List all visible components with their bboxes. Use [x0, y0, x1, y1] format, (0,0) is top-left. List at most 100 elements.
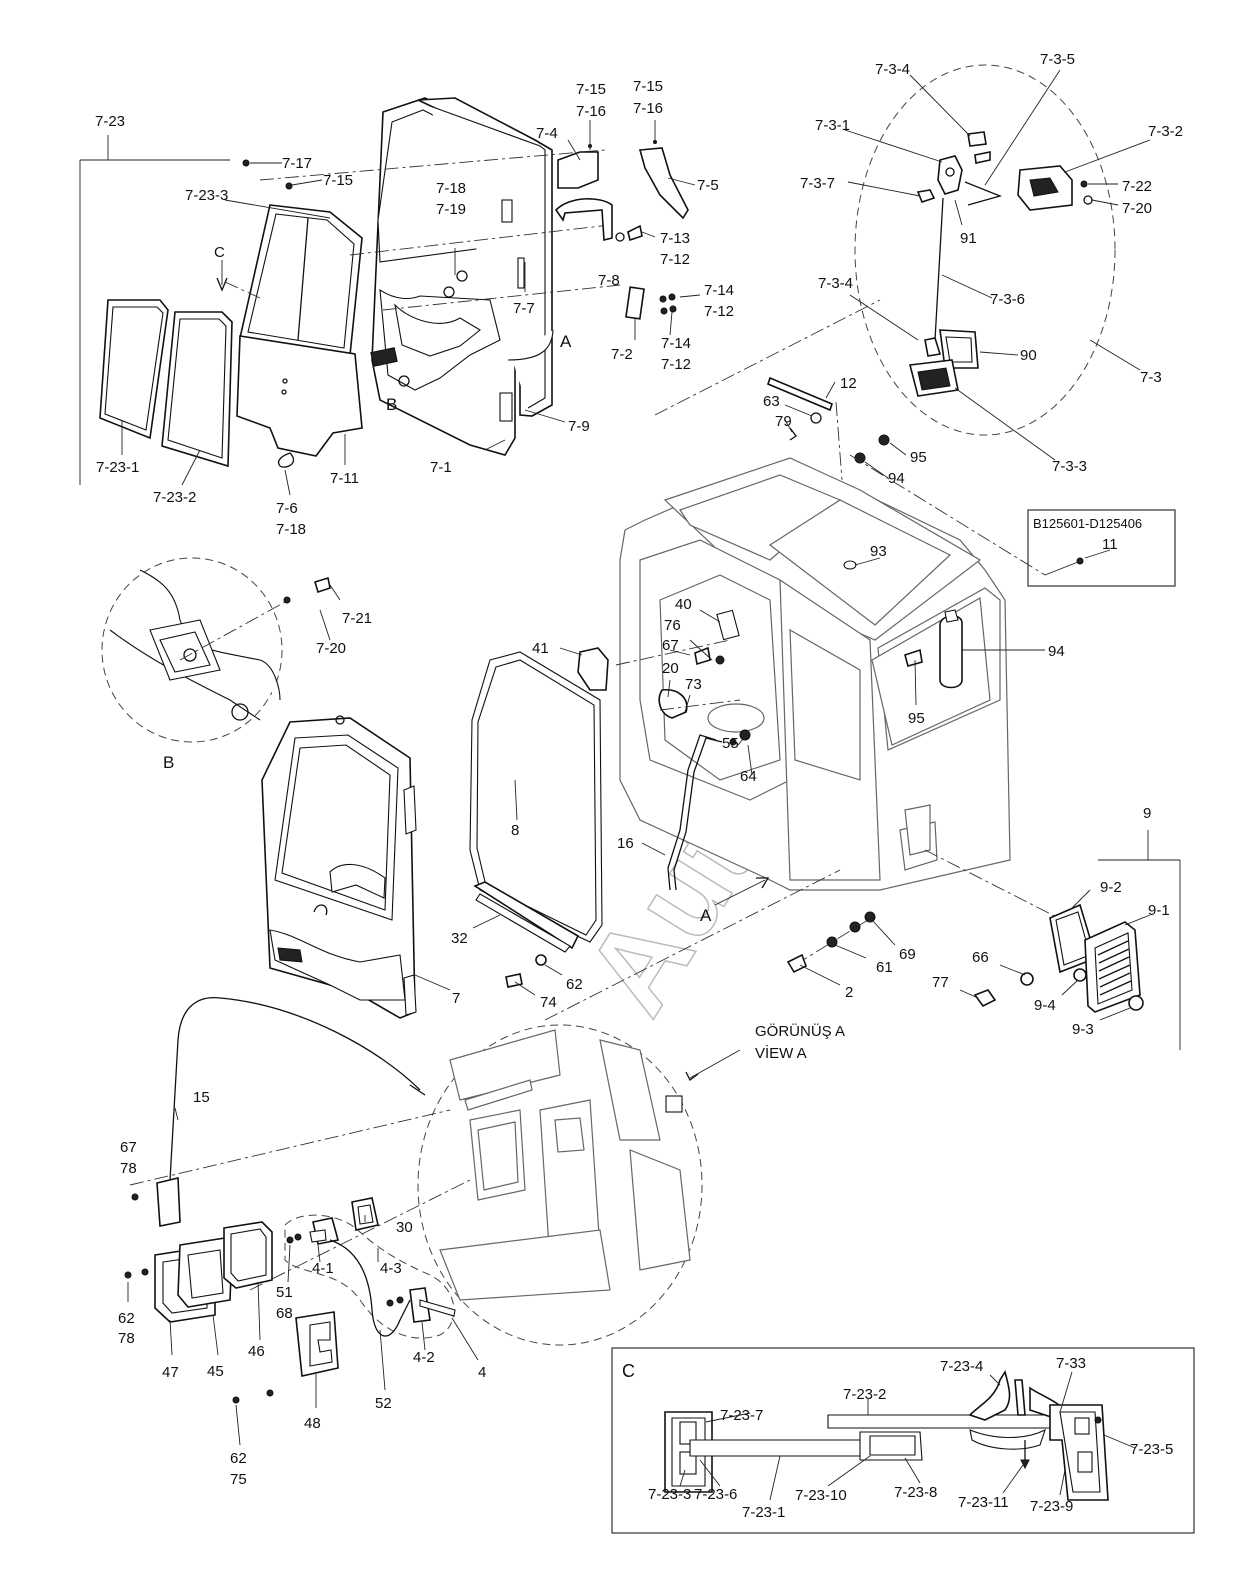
callout-label: 7-23-2: [843, 1386, 886, 1403]
callout-label: 4: [478, 1364, 486, 1381]
view-a-detail: [129, 1024, 741, 1346]
callout-label: 7-23-11: [958, 1494, 1009, 1511]
callout-label: 7-3-6: [990, 291, 1025, 308]
callout-label: 66: [972, 949, 989, 966]
callout-label: 93: [870, 543, 887, 560]
callout-label: 7-20: [1122, 200, 1152, 217]
callout-label: 7-15: [633, 78, 663, 95]
callout-label: 7-23-7: [720, 1407, 763, 1424]
detail-c-label: C: [622, 1361, 635, 1381]
callout-label: 62: [118, 1310, 135, 1327]
callout-label: 7-6: [276, 500, 298, 517]
callout-label: 7-3-7: [800, 175, 835, 192]
callout-label: 7-2: [611, 346, 633, 363]
callout-label: 7-12: [704, 303, 734, 320]
cab-body: [544, 454, 1083, 1021]
latch-assembly-4: [284, 1197, 456, 1339]
leader-lines: [121, 69, 1151, 1501]
callout-label: 7-20: [316, 640, 346, 657]
callout-label: 7-18: [436, 180, 466, 197]
callout-label: 94: [888, 470, 905, 487]
callout-label: 7-8: [598, 272, 620, 289]
callout-label: 7-3-4: [818, 275, 853, 292]
callout-label: 9-4: [1034, 997, 1056, 1014]
callout-label: 20: [662, 660, 679, 677]
callout-label: 9: [1143, 805, 1151, 822]
callout-label: 91: [960, 230, 977, 247]
callout-label: B: [386, 395, 397, 414]
callout-label: 79: [775, 413, 792, 430]
callout-label: 7-23-10: [795, 1487, 847, 1504]
callout-label: A: [560, 332, 572, 351]
callout-label: 68: [276, 1305, 293, 1322]
callout-label: 2: [845, 984, 853, 1001]
callout-label: 8: [511, 822, 519, 839]
callout-label: 77: [932, 974, 949, 991]
callout-label: 7-4: [536, 125, 558, 142]
callout-label: 7-14: [704, 282, 734, 299]
door-assembly-7: [261, 715, 417, 1019]
callout-label: 95: [908, 710, 925, 727]
callout-label: 63: [763, 393, 780, 410]
callout-label: 48: [304, 1415, 321, 1432]
callout-label: 41: [532, 640, 549, 657]
callout-label: 95: [910, 449, 927, 466]
callout-label: 55: [722, 735, 739, 752]
hatch-assembly-9: [973, 830, 1181, 1050]
lock-detail-7-3: [654, 64, 1116, 436]
callout-label: 7-23-1: [96, 459, 139, 476]
callout-label: 61: [876, 959, 893, 976]
callout-label: 7-3-5: [1040, 51, 1075, 68]
callout-label: 9-3: [1072, 1021, 1094, 1038]
callout-label: 7-21: [342, 610, 372, 627]
handle-parts: [242, 140, 689, 320]
callout-label: 7-23-3: [648, 1486, 691, 1503]
callout-label: 62: [230, 1450, 247, 1467]
callout-label: 7-23-3: [185, 187, 228, 204]
callout-label: 7-23-4: [940, 1358, 983, 1375]
serial-range-label: B125601-D125406: [1033, 516, 1142, 531]
callout-label: 30: [396, 1219, 413, 1236]
callout-label: 9-1: [1148, 902, 1170, 919]
glass-assembly-7-23: [79, 135, 363, 485]
support-rod-12: [767, 376, 890, 481]
fasteners: [505, 646, 923, 988]
detail-b-view: [101, 557, 331, 743]
callout-label: 7-23-2: [153, 489, 196, 506]
callout-label: C: [214, 244, 225, 261]
callout-label: 52: [375, 1395, 392, 1412]
callout-label: 47: [162, 1364, 179, 1381]
callout-label: 51: [276, 1284, 293, 1301]
callout-label: 78: [118, 1330, 135, 1347]
callout-label: 90: [1020, 347, 1037, 364]
callout-label: 15: [193, 1089, 210, 1106]
callout-label: 7-16: [576, 103, 606, 120]
callout-label: 40: [675, 596, 692, 613]
callout-label: 69: [899, 946, 916, 963]
callout-label: 46: [248, 1343, 265, 1360]
callout-labels: 7-23 7-17 7-15 7-23-3 C 7-15 7-16 7-15 7…: [95, 51, 1183, 1521]
sliding-rail-32: [473, 881, 580, 953]
detail-c-section: [611, 1347, 1195, 1534]
callout-label: 12: [840, 375, 857, 392]
callout-label: 64: [740, 768, 757, 785]
callout-label: 7-23-8: [894, 1484, 937, 1501]
callout-label: 7-23-1: [742, 1504, 785, 1521]
callout-label: 7-23-5: [1130, 1441, 1173, 1458]
callout-label: 7-3: [1140, 369, 1162, 386]
callout-label: 7-14: [661, 335, 691, 352]
callout-label: 7-5: [697, 177, 719, 194]
callout-label: 7-3-1: [815, 117, 850, 134]
callout-label: 73: [685, 676, 702, 693]
cable-15: [131, 997, 426, 1227]
callout-label: 7-33: [1056, 1355, 1086, 1372]
callout-label: 62: [566, 976, 583, 993]
callout-label: 4-1: [312, 1260, 334, 1277]
callout-label: A: [700, 906, 712, 925]
callout-label: 7-7: [513, 300, 535, 317]
callout-label: 7-9: [568, 418, 590, 435]
callout-label: 7: [452, 990, 460, 1007]
detail-b-label: B: [163, 753, 174, 772]
callout-label: 11: [1102, 536, 1118, 553]
